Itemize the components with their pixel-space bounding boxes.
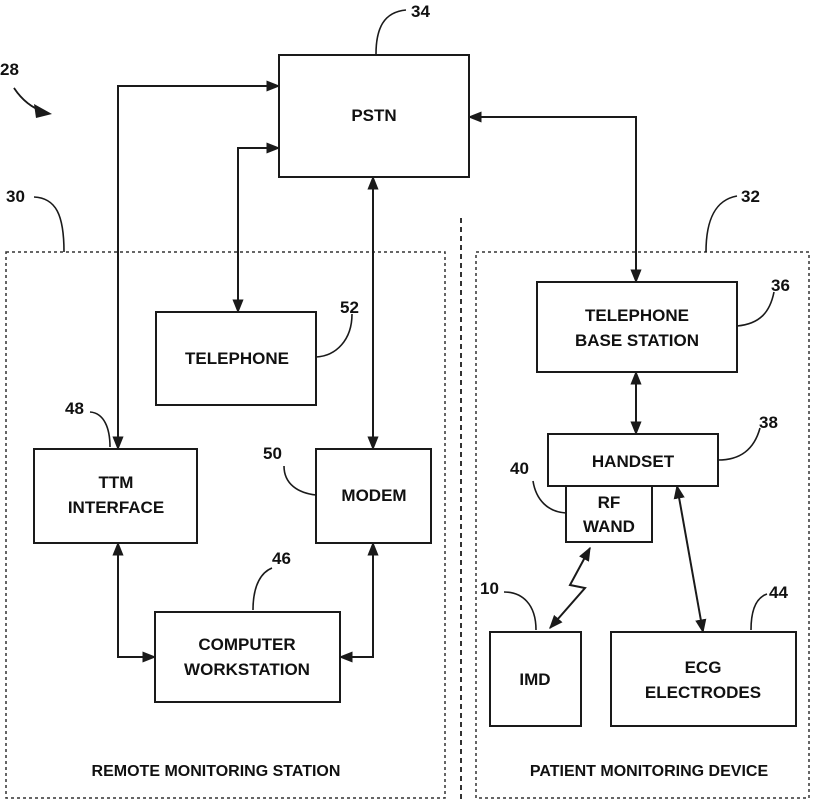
ecg-electrodes-block: ECG ELECTRODES <box>611 632 796 726</box>
leader-36 <box>737 292 774 326</box>
leader-38 <box>718 428 760 460</box>
telephone-block: TELEPHONE <box>156 312 316 405</box>
ref-44: 44 <box>769 583 788 602</box>
rfwand-label-line2: WAND <box>583 517 635 536</box>
connector-ttm-workstation <box>118 543 155 657</box>
pstn-label: PSTN <box>351 106 396 125</box>
ttm-label-line2: INTERFACE <box>68 498 164 517</box>
imd-label: IMD <box>519 670 550 689</box>
base-label-line2: BASE STATION <box>575 331 699 350</box>
computer-workstation-block: COMPUTER WORKSTATION <box>155 612 340 702</box>
leader-48 <box>90 412 110 447</box>
ttm-interface-block: TTM INTERFACE <box>34 449 197 543</box>
ref-46: 46 <box>272 549 291 568</box>
ref-36: 36 <box>771 276 790 295</box>
ecg-label-line2: ELECTRODES <box>645 683 761 702</box>
connector-pstn-telephone <box>238 148 279 312</box>
leader-46 <box>253 568 272 610</box>
leader-30 <box>34 197 64 252</box>
workstation-label-line2: WORKSTATION <box>184 660 310 679</box>
rfwand-label-line1: RF <box>598 493 621 512</box>
handset-label: HANDSET <box>592 452 675 471</box>
ref-40: 40 <box>510 459 529 478</box>
handset-block: HANDSET <box>548 434 718 486</box>
ref-28: 28 <box>0 60 19 79</box>
ref-34: 34 <box>411 2 430 21</box>
ref-52: 52 <box>340 298 359 317</box>
ref-38: 38 <box>759 413 778 432</box>
connector-modem-workstation <box>340 543 373 657</box>
workstation-label-line1: COMPUTER <box>198 635 295 654</box>
figure-arrow-head <box>34 104 52 118</box>
ttm-label-line1: TTM <box>99 473 134 492</box>
ref-50: 50 <box>263 444 282 463</box>
modem-label: MODEM <box>341 486 406 505</box>
remote-monitoring-title: REMOTE MONITORING STATION <box>92 763 341 780</box>
pstn-block: PSTN <box>279 55 469 177</box>
ref-10: 10 <box>480 579 499 598</box>
ref-32: 32 <box>741 187 760 206</box>
leader-52 <box>316 314 352 357</box>
leader-50 <box>284 466 316 495</box>
ref-30: 30 <box>6 187 25 206</box>
connector-handset-ecg <box>677 486 703 632</box>
ecg-label-line1: ECG <box>685 658 722 677</box>
connector-pstn-base <box>469 117 636 282</box>
telephone-label: TELEPHONE <box>185 349 289 368</box>
telephone-base-station-block: TELEPHONE BASE STATION <box>537 282 737 372</box>
leader-44 <box>751 594 767 630</box>
leader-10 <box>504 592 536 630</box>
imd-block: IMD <box>490 632 581 726</box>
rf-wand-block: RF WAND <box>566 486 652 542</box>
base-label-line1: TELEPHONE <box>585 306 689 325</box>
leader-34 <box>376 10 406 54</box>
ref-48: 48 <box>65 399 84 418</box>
leader-32 <box>706 196 737 252</box>
modem-block: MODEM <box>316 449 431 543</box>
patient-monitoring-title: PATIENT MONITORING DEVICE <box>530 763 769 780</box>
wireless-link-rfwand-imd <box>550 548 590 628</box>
